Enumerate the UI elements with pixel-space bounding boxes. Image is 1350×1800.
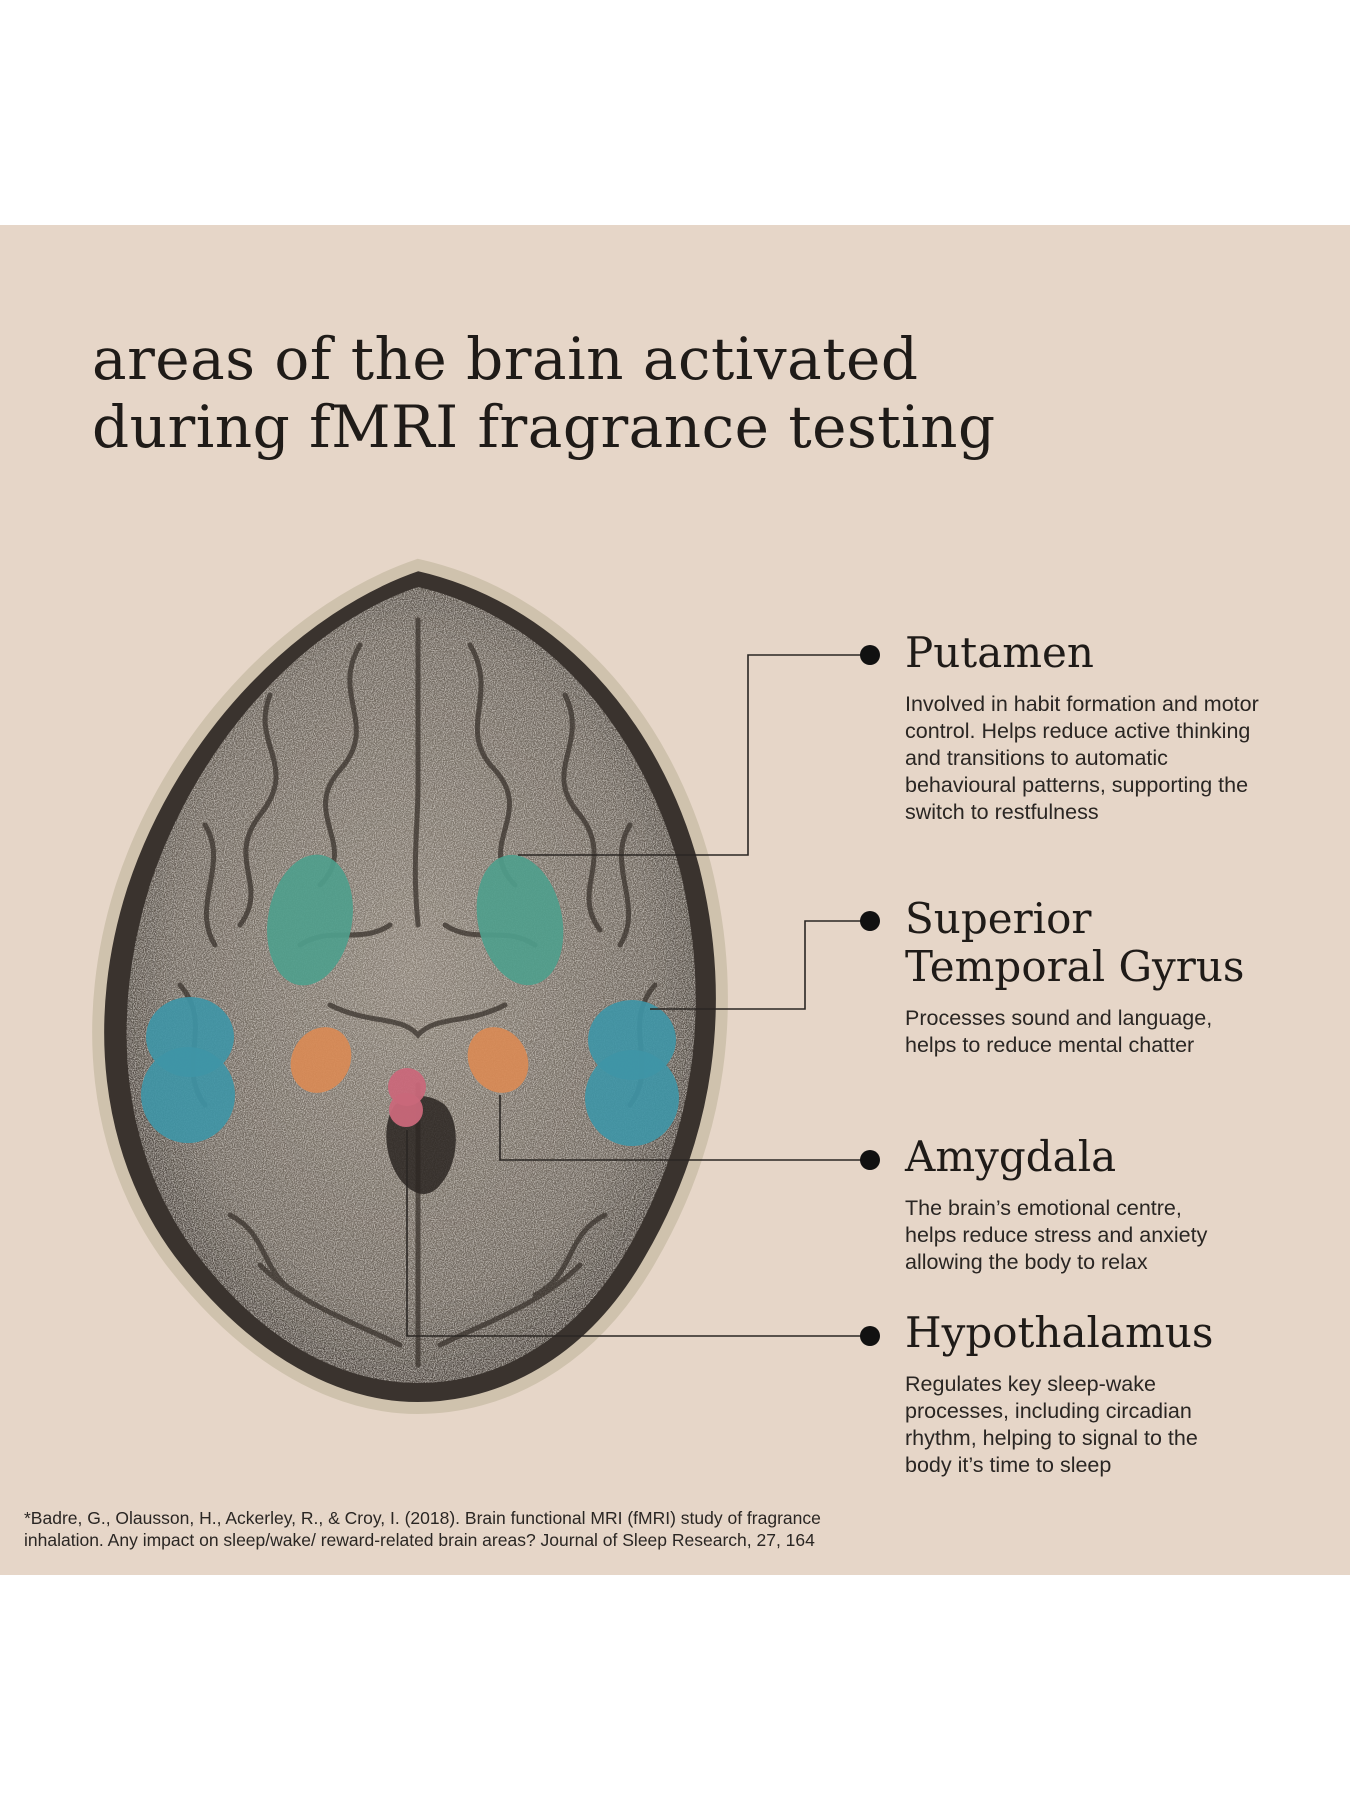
amygdala-right (467, 1027, 529, 1093)
dot-putamen (860, 645, 880, 665)
footnote-line-2: inhalation. Any impact on sleep/wake/ re… (24, 1530, 815, 1550)
putamen-right (476, 854, 564, 986)
infographic-panel: areas of the brain activated during fMRI… (0, 225, 1350, 1575)
hypothalamus-lower (389, 1093, 423, 1127)
amygdala-regions (290, 1027, 529, 1093)
leader-hypothalamus (406, 1130, 870, 1337)
dot-stg (860, 911, 880, 931)
brain-tissue (126, 587, 696, 1383)
leader-dots (860, 645, 880, 1346)
hypothalamus-region (388, 1068, 426, 1127)
leader-putamen (518, 654, 870, 856)
title-line-1: areas of the brain activated (92, 325, 919, 393)
dot-hypothalamus (860, 1326, 880, 1346)
leader-stg (650, 920, 870, 1010)
amygdala-left (290, 1027, 352, 1093)
region-amygdala: Amygdala The brain’s emotional centre, h… (905, 1133, 1335, 1276)
putamen-regions (267, 854, 564, 986)
region-name: Hypothalamus (905, 1308, 1214, 1357)
region-hypothalamus: Hypothalamus Regulates key sleep-wake pr… (905, 1309, 1335, 1479)
stg-right-lower (585, 1050, 679, 1146)
title-line-2: during fMRI fragrance testing (92, 393, 996, 461)
region-description: Processes sound and language, helps to r… (905, 1006, 1213, 1057)
leader-lines (406, 654, 870, 1337)
superior-temporal-gyrus-regions (141, 997, 679, 1146)
stg-left-lower (141, 1047, 235, 1143)
brain-diagram (92, 558, 880, 1415)
footnote-line-1: *Badre, G., Olausson, H., Ackerley, R., … (24, 1508, 821, 1528)
putamen-left (267, 854, 353, 986)
region-description: The brain’s emotional centre, helps redu… (905, 1196, 1208, 1274)
region-description: Involved in habit formation and motor co… (905, 692, 1259, 824)
citation-footnote: *Badre, G., Olausson, H., Ackerley, R., … (24, 1507, 924, 1551)
dot-amygdala (860, 1150, 880, 1170)
region-superior-temporal-gyrus: Superior Temporal Gyrus Processes sound … (905, 895, 1335, 1059)
region-name: Superior Temporal Gyrus (905, 894, 1245, 991)
region-putamen: Putamen Involved in habit formation and … (905, 629, 1335, 826)
region-description: Regulates key sleep-wake processes, incl… (905, 1372, 1198, 1477)
region-name: Putamen (905, 628, 1094, 677)
region-name: Amygdala (905, 1132, 1117, 1181)
page-title: areas of the brain activated during fMRI… (92, 325, 996, 461)
leader-amygdala (499, 1095, 870, 1161)
